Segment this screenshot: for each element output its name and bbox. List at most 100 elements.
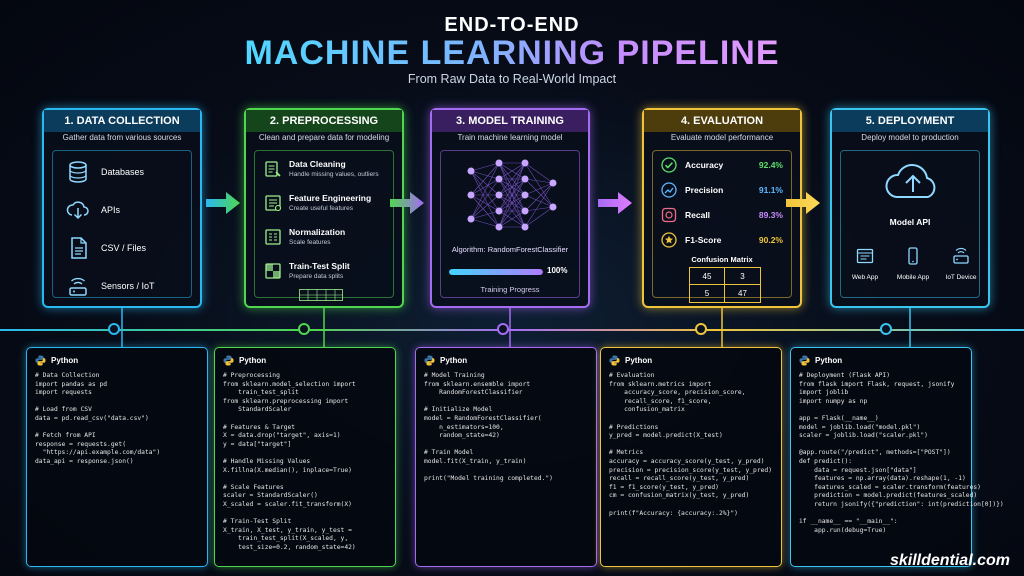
- feature-icon: [265, 195, 282, 212]
- file-icon: [71, 237, 87, 259]
- code-lang: Python: [609, 355, 773, 366]
- target-label: Web App: [851, 274, 879, 281]
- trend-icon: [661, 182, 677, 198]
- code-lang-label: Python: [440, 356, 468, 365]
- source-label: CSV / Files: [101, 243, 147, 253]
- confusion-cell: 47: [738, 289, 747, 298]
- metric-value: 89.3%: [758, 210, 783, 220]
- web-app-icon: [856, 248, 874, 264]
- step-desc: Prepare data splits: [289, 273, 344, 280]
- training-progress-fill: [449, 269, 543, 275]
- code-lang: Python: [35, 355, 199, 366]
- target-label: Mobile App: [896, 274, 930, 281]
- stage-data-collection: 1. DATA COLLECTION Gather data from vari…: [42, 108, 202, 308]
- python-icon: [35, 355, 46, 366]
- timeline-node: [298, 323, 310, 335]
- code-lang-label: Python: [51, 356, 79, 365]
- check-icon: [661, 157, 677, 173]
- code-block: # Deployment (Flask API) from flask impo…: [799, 372, 1004, 534]
- source-sensors: Sensors / IoT: [65, 273, 155, 299]
- code-block: # Data Collection import pandas as pd im…: [35, 372, 161, 465]
- step-desc: Scale features: [289, 239, 331, 246]
- stage-title: 5. DEPLOYMENT: [832, 110, 988, 132]
- metric-label: Recall: [685, 210, 711, 220]
- step-title: Normalization: [289, 227, 346, 237]
- target-mobile-app: Mobile App: [893, 247, 933, 281]
- site-watermark: skilldential.com: [889, 552, 1010, 569]
- metric-label: Precision: [685, 185, 724, 195]
- metric-value: 90.2%: [758, 235, 783, 245]
- source-label: APIs: [101, 205, 121, 215]
- arrow-icon: [206, 192, 240, 214]
- code-lang: Python: [424, 355, 588, 366]
- confusion-title: Confusion Matrix: [691, 255, 753, 264]
- timeline-node: [497, 323, 509, 335]
- source-databases: Databases: [65, 159, 144, 185]
- target-label: IoT Device: [945, 274, 977, 281]
- training-progress-bar: [449, 269, 543, 275]
- python-icon: [223, 355, 234, 366]
- progress-percent: 100%: [547, 266, 568, 275]
- metric-precision: Precision 91.1%: [661, 182, 783, 198]
- python-icon: [609, 355, 620, 366]
- metric-value: 91.1%: [758, 185, 783, 195]
- confusion-matrix: 45 3 5 47: [689, 267, 761, 303]
- metric-accuracy: Accuracy 92.4%: [661, 157, 783, 173]
- split-icon: [265, 263, 281, 279]
- stage-connectors: [121, 308, 911, 348]
- python-icon: [799, 355, 810, 366]
- step-title: Feature Engineering: [289, 193, 372, 203]
- code-lang: Python: [223, 355, 387, 366]
- stage-desc: Clean and prepare data for modeling: [258, 133, 390, 142]
- target-iot-device: IoT Device: [941, 247, 981, 281]
- metric-f1: F1-Score 90.2%: [661, 232, 783, 248]
- step-desc: Create useful features: [289, 205, 353, 212]
- stage-desc: Evaluate model performance: [670, 133, 774, 142]
- training-panel: Algorithm: RandomForestClassifier 100% T…: [440, 150, 580, 298]
- stage-preprocessing: 2. PREPROCESSING Clean and prepare data …: [244, 108, 404, 308]
- sensor-icon: [69, 277, 87, 296]
- stage-title: 4. EVALUATION: [644, 110, 800, 132]
- deployment-panel: Model API Web App Mobile App IoT Device: [840, 150, 980, 298]
- code-panel-collection: Python # Data Collection import pandas a…: [26, 347, 208, 567]
- confusion-cell: 3: [725, 268, 760, 285]
- source-label: Databases: [101, 167, 145, 177]
- progress-caption: Training Progress: [480, 285, 540, 294]
- metric-label: Accuracy: [685, 160, 724, 170]
- code-block: # Model Training from sklearn.ensemble i…: [424, 372, 553, 483]
- timeline-node: [695, 323, 707, 335]
- data-grid-icon: [299, 289, 343, 301]
- step-title: Data Cleaning: [289, 159, 346, 169]
- arrow-icon: [598, 192, 632, 214]
- confusion-cell: 45: [690, 268, 725, 285]
- stage-title: 1. DATA COLLECTION: [44, 110, 200, 132]
- stage-desc: Deploy model to production: [861, 133, 959, 142]
- code-panel-deployment: Python # Deployment (Flask API) from fla…: [790, 347, 1004, 567]
- arrow-icon: [786, 192, 820, 214]
- metric-recall: Recall 89.3%: [661, 207, 783, 223]
- code-lang-label: Python: [815, 356, 843, 365]
- code-lang: Python: [799, 355, 963, 366]
- metric-label: F1-Score: [685, 235, 722, 245]
- code-block: # Evaluation from sklearn.metrics import…: [609, 372, 773, 517]
- main-title-text: MACHINE LEARNING PIPELINE: [244, 34, 780, 72]
- mobile-icon: [908, 247, 918, 265]
- code-block: # Preprocessing from sklearn.model_selec…: [223, 372, 356, 551]
- neural-network-icon: [467, 159, 557, 231]
- stage-deployment: 5. DEPLOYMENT Deploy model to production…: [830, 108, 990, 308]
- metrics-panel: Accuracy 92.4% Precision 91.1% Recall 89…: [652, 150, 792, 303]
- code-panel-preprocessing: Python # Preprocessing from sklearn.mode…: [214, 347, 396, 567]
- source-apis: APIs: [65, 197, 120, 223]
- arrow-icon: [390, 192, 424, 214]
- clean-icon: [265, 161, 281, 177]
- python-icon: [424, 355, 435, 366]
- stage-evaluation: 4. EVALUATION Evaluate model performance…: [642, 108, 802, 308]
- stage-model-training: 3. MODEL TRAINING Train machine learning…: [430, 108, 590, 308]
- code-lang-label: Python: [239, 356, 267, 365]
- recall-icon: [661, 207, 677, 223]
- metric-value: 92.4%: [758, 160, 783, 170]
